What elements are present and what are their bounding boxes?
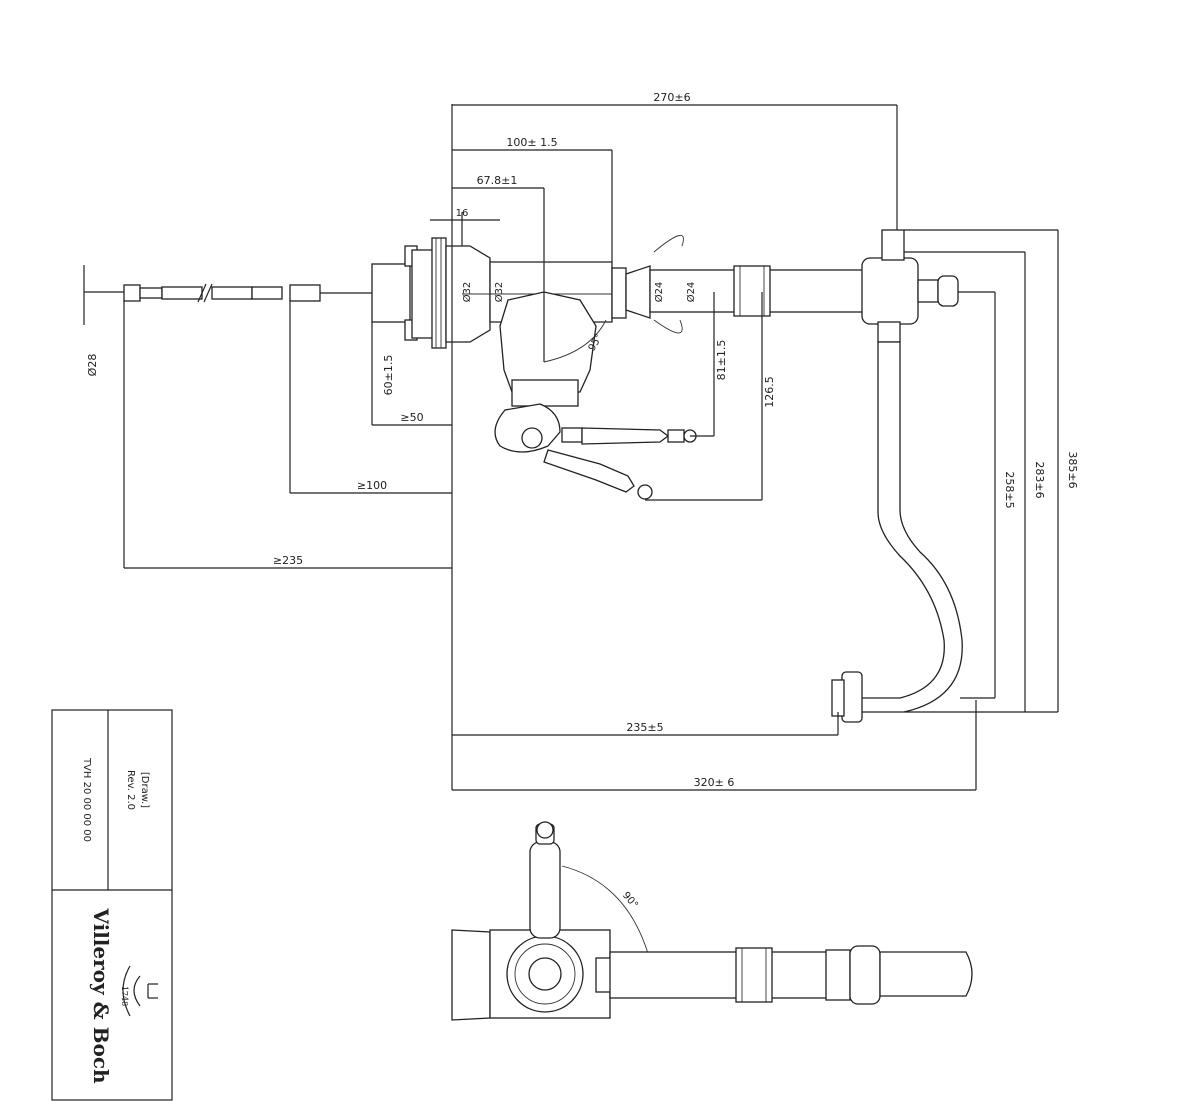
wall-flange [431, 237, 447, 349]
supply-nut [123, 284, 141, 302]
dim-right-v3: 385±6 [1066, 451, 1079, 488]
dim-handle-drop-b: 126.5 [763, 376, 776, 408]
dim-nut-dia: Ø24 [653, 282, 665, 303]
plan-view: 90° [451, 821, 973, 1021]
plan-angle-label: 90° [620, 890, 640, 911]
plan-spout-head [849, 945, 881, 1005]
plan-lever-knob [536, 821, 554, 839]
spout-top-cap [881, 229, 905, 261]
dim-min-235: ≥235 [273, 554, 303, 567]
supply-connector [289, 284, 321, 302]
dim-top-overall: 270±6 [653, 91, 690, 104]
dim-min-100: ≥100 [357, 479, 387, 492]
brand-name: Villeroy & Boch [89, 907, 113, 1084]
dim-top-third: 67.8±1 [477, 174, 518, 187]
valve-body [499, 291, 597, 393]
dim-small-top: 16 [456, 208, 469, 219]
doc-number: TVH 20 00 00 00 [81, 757, 92, 842]
dim-pipe-dia-b: Ø32 [493, 282, 505, 303]
elevation-view: 270±6 100± 1.5 67.8±1 16 Ø28 Ø32 Ø32 Ø24… [83, 91, 1079, 791]
brand-since: 1748 [120, 986, 129, 1006]
note-line-2: [Draw.] [139, 772, 150, 808]
spout-head [861, 257, 919, 325]
plan-spout-ring [735, 947, 773, 1003]
spout-ring [733, 265, 771, 317]
riser-pipe [859, 341, 963, 713]
dim-handle-drop-a: 81±1.5 [715, 340, 728, 381]
dim-right-v1: 258±5 [1003, 471, 1016, 508]
dim-pipe-dia-a: Ø32 [461, 282, 473, 303]
plan-valve-inner [528, 957, 562, 991]
dim-left-vertical: Ø28 [86, 354, 99, 377]
lever-arm-lowered [543, 449, 635, 493]
plan-spout-outlet [879, 951, 973, 997]
note-line-1: Rev. 2.0 [125, 770, 136, 810]
riser-foot [841, 671, 863, 723]
title-block: TVH 20 00 00 00 Rev. 2.0 [Draw.] Villero… [51, 709, 173, 1101]
wall-mount-body [371, 263, 411, 323]
dim-collar-dia: Ø24 [685, 282, 697, 303]
dim-right-v2: 283±6 [1033, 461, 1046, 498]
dim-top-second: 100± 1.5 [506, 136, 557, 149]
dim-min-50: ≥50 [400, 411, 423, 424]
dim-wall-depth: 60±1.5 [382, 355, 395, 396]
title-block-frame [51, 709, 173, 1101]
plan-flange [451, 929, 491, 1021]
supply-hose [161, 286, 203, 300]
plan-spout-arm [609, 951, 851, 999]
spout-outlet [937, 275, 959, 307]
plan-lever [529, 841, 561, 939]
lever-hub [494, 403, 561, 453]
dim-bottom-inner: 235±5 [626, 721, 663, 734]
lever-arm [581, 427, 670, 445]
spout-collar [625, 265, 651, 319]
dim-bottom-outer: 320± 6 [694, 776, 735, 789]
brand-logo-icon [122, 965, 158, 1017]
